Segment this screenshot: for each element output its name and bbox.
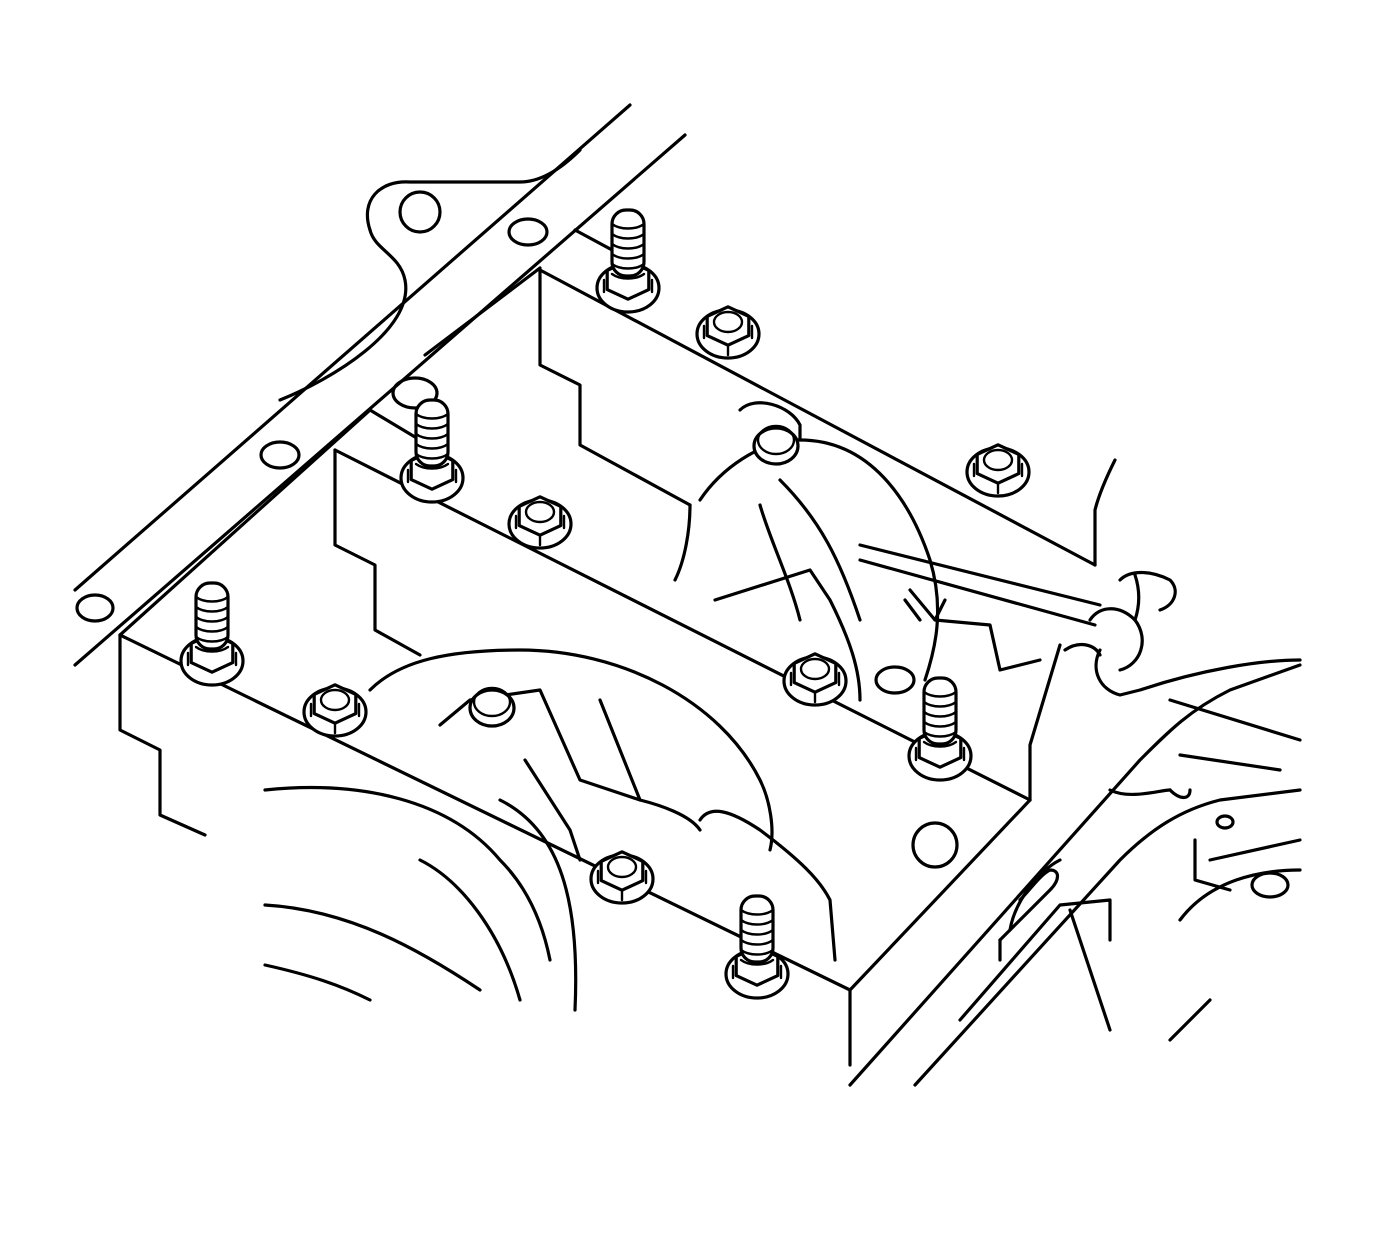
threaded-stud-icon: [907, 676, 973, 782]
threaded-stud-icon: [399, 398, 465, 504]
threaded-stud-icon: [724, 894, 790, 1000]
hex-bolt-icon: [589, 850, 655, 905]
bearing-cap-top: [423, 228, 1117, 567]
pry-tool: [858, 543, 1102, 627]
threaded-stud-icon: [595, 208, 661, 314]
threaded-stud-icon: [179, 581, 245, 687]
dowel-holes: [391, 376, 959, 869]
block-casting-right: [848, 663, 1302, 1087]
crankshaft-rear-throw: [673, 401, 1042, 702]
crankshaft-front-throw: [263, 648, 837, 1012]
hex-bolt-icon: [965, 443, 1031, 498]
dowel-pin-icon: [752, 424, 800, 466]
threaded-studs: [179, 208, 973, 1000]
dowel-pin-icon: [468, 686, 516, 728]
hex-bolt-icon: [695, 305, 761, 360]
block-lower-edge: [73, 103, 687, 667]
hex-bolt-icon: [302, 683, 368, 738]
hex-bolt-icon: [507, 495, 573, 550]
hex-bolt-heads: [302, 305, 1031, 905]
bearing-cap-bottom: [118, 633, 1032, 1067]
hex-bolt-icon: [782, 652, 848, 707]
hand-outline: [1063, 570, 1302, 697]
